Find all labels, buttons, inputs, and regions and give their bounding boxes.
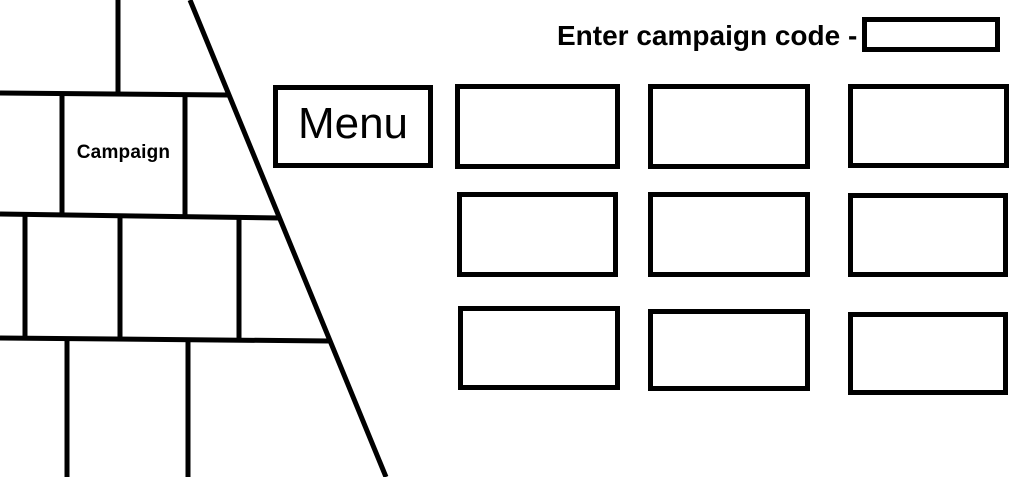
campaign-brick[interactable]: Campaign: [62, 95, 185, 215]
level-box-r3c3[interactable]: [848, 312, 1008, 395]
level-box-r1c1[interactable]: [455, 84, 620, 169]
level-box-r3c2[interactable]: [648, 309, 810, 391]
wall-horizontal-1: [0, 90, 229, 98]
level-box-r1c2[interactable]: [648, 84, 810, 169]
level-box-r2c2[interactable]: [648, 192, 810, 277]
level-box-r2c1[interactable]: [457, 192, 618, 277]
menu-button[interactable]: Menu: [273, 85, 433, 168]
level-box-r3c1[interactable]: [458, 306, 620, 390]
level-box-r1c3[interactable]: [848, 84, 1009, 168]
campaign-brick-label: Campaign: [76, 142, 171, 163]
campaign-code-input[interactable]: [862, 17, 1000, 52]
wall-horizontal-2: [0, 211, 281, 221]
wall-diagonal-edge: [187, 0, 389, 477]
wall-horizontal-3: [0, 335, 331, 344]
level-box-r2c3[interactable]: [848, 193, 1008, 277]
campaign-code-label: Enter campaign code -: [557, 20, 858, 51]
